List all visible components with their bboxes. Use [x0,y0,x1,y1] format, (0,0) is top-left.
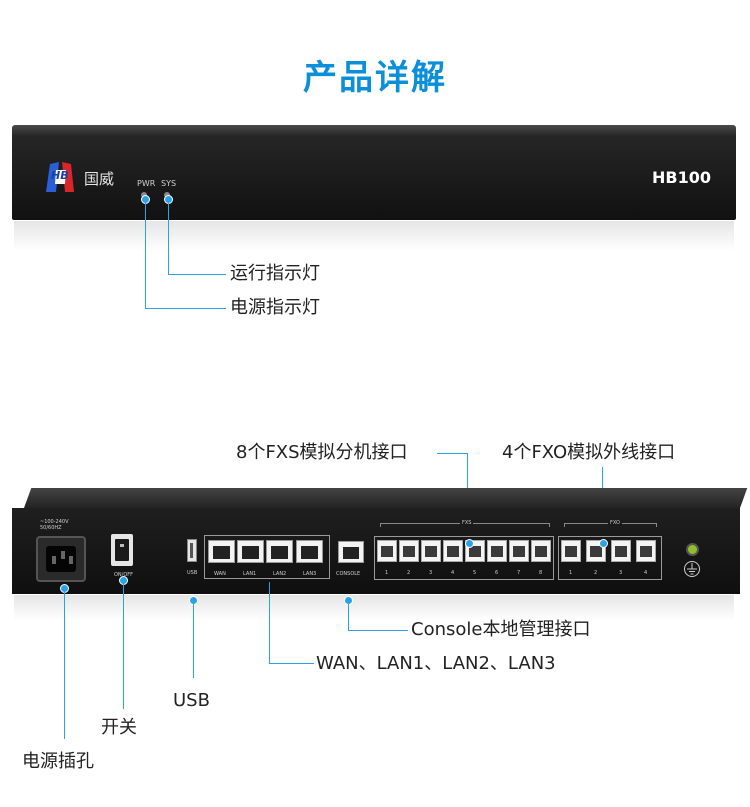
lan2-text: LAN2 [273,571,287,577]
lan1-text: LAN1 [243,571,257,577]
fxs-port-number: 8 [539,570,543,576]
back-panel: ~100-240V 50/60HZ ON/OFF USB WAN LAN1 LA… [12,508,740,594]
lan3-port [296,540,323,563]
fxs-port [531,540,551,562]
front-reflection [14,221,734,251]
page-title: 产品详解 [303,58,447,98]
fxo-text: FXO [608,520,622,526]
fxo-port-number: 2 [594,570,598,576]
fxo-port [561,540,581,562]
led-pwr-label: PWR [137,179,156,188]
front-device: HB 国威 PWR SYS HB100 [12,125,736,220]
lan3-text: LAN3 [303,571,317,577]
fxs-port-number: 4 [451,570,455,576]
power-indicator-label: 电源指示灯 [230,297,320,318]
back-device: ~100-240V 50/60HZ ON/OFF USB WAN LAN1 LA… [12,488,748,594]
power-rating-text: ~100-240V 50/60HZ [40,519,69,531]
fxo-port-number: 3 [619,570,623,576]
power-socket [36,536,86,582]
usb-port [187,539,197,562]
brand-logo: HB [40,160,82,194]
usb-label: USB [173,690,210,711]
fxo-ports-label: 4个FXO模拟外线接口 [502,442,676,463]
power-switch [111,534,133,566]
fxs-port-number: 5 [473,570,477,576]
console-port [338,541,364,563]
network-ports-label: WAN、LAN1、LAN2、LAN3 [316,653,556,674]
wan-text: WAN [214,571,226,577]
fxs-port [443,540,463,562]
lan1-port [237,540,264,563]
model-name: HB100 [652,168,711,187]
usb-text: USB [187,570,198,576]
fxs-port [487,540,507,562]
fxs-ports-label: 8个FXS模拟分机接口 [236,442,408,463]
fxo-port [611,540,631,562]
fxo-port [636,540,656,562]
fxo-port-number: 4 [644,570,648,576]
led-sys-label: SYS [161,179,177,188]
fxs-group [374,536,554,580]
wan-port [208,540,235,563]
fxs-port-number: 7 [517,570,521,576]
console-port-label: Console本地管理接口 [411,619,591,640]
ground-terminal [686,543,699,556]
network-ports-group [204,535,330,579]
fxo-port-number: 1 [569,570,573,576]
fxs-port [421,540,441,562]
fxs-port [509,540,529,562]
fxs-port-number: 6 [495,570,499,576]
fxs-port-number: 2 [407,570,411,576]
ground-icon [683,560,701,578]
brand-name: 国威 [84,170,115,188]
fxs-port-number: 3 [429,570,433,576]
back-reflection [14,595,734,621]
console-text: CONSOLE [336,571,361,577]
onoff-text: ON/OFF [114,572,134,578]
front-panel: HB 国威 PWR SYS HB100 [12,135,736,220]
fxs-port [377,540,397,562]
lan2-port [266,540,293,563]
power-socket-label: 电源插孔 [22,751,94,772]
fxo-group [558,536,662,580]
fxs-text: FXS [460,520,474,526]
run-indicator-label: 运行指示灯 [230,263,320,284]
fxs-port [399,540,419,562]
switch-label: 开关 [101,717,137,738]
fxs-port-number: 1 [385,570,389,576]
